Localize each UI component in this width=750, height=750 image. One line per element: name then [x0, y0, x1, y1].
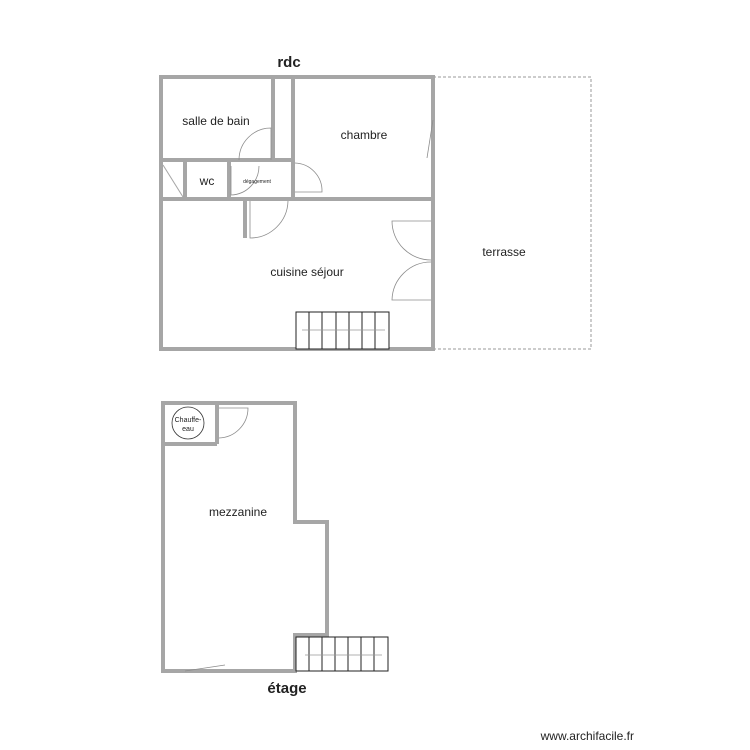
floor-etage: Chauffe- eau mezzanine étage	[161, 401, 389, 697]
window-mezzanine	[184, 664, 226, 672]
water-heater-icon	[171, 406, 205, 440]
floor-rdc: rdc salle de bain chambre wc dégagement …	[159, 54, 592, 351]
room-label-chambre: chambre	[341, 128, 388, 142]
floor-title-etage: étage	[267, 680, 306, 697]
staircase-rdc	[295, 311, 390, 350]
room-label-cuisine-sejour: cuisine séjour	[270, 265, 343, 279]
website-watermark: www.archifacile.fr	[540, 729, 634, 743]
water-heater-label: Chauffe-	[175, 417, 202, 424]
window-chambre	[426, 119, 434, 159]
door-chambre	[294, 162, 323, 193]
door-cuisine	[249, 200, 289, 239]
door-chauffe-eau	[218, 407, 249, 439]
staircase-etage	[295, 636, 389, 672]
duct-line	[162, 164, 184, 198]
room-label-degagement: dégagement	[243, 179, 271, 185]
floor-title-rdc: rdc	[277, 54, 300, 71]
outer-wall-etage	[161, 401, 329, 673]
water-heater-label-2: eau	[182, 426, 194, 433]
door-wc	[230, 165, 260, 196]
room-label-mezzanine: mezzanine	[209, 505, 267, 519]
room-label-wc: wc	[199, 174, 215, 188]
terrace-outline	[432, 76, 592, 350]
room-label-salle-de-bain: salle de bain	[182, 114, 249, 128]
double-door-terrasse	[391, 220, 432, 301]
door-salle-de-bain	[238, 127, 272, 161]
room-label-terrasse: terrasse	[482, 245, 526, 259]
